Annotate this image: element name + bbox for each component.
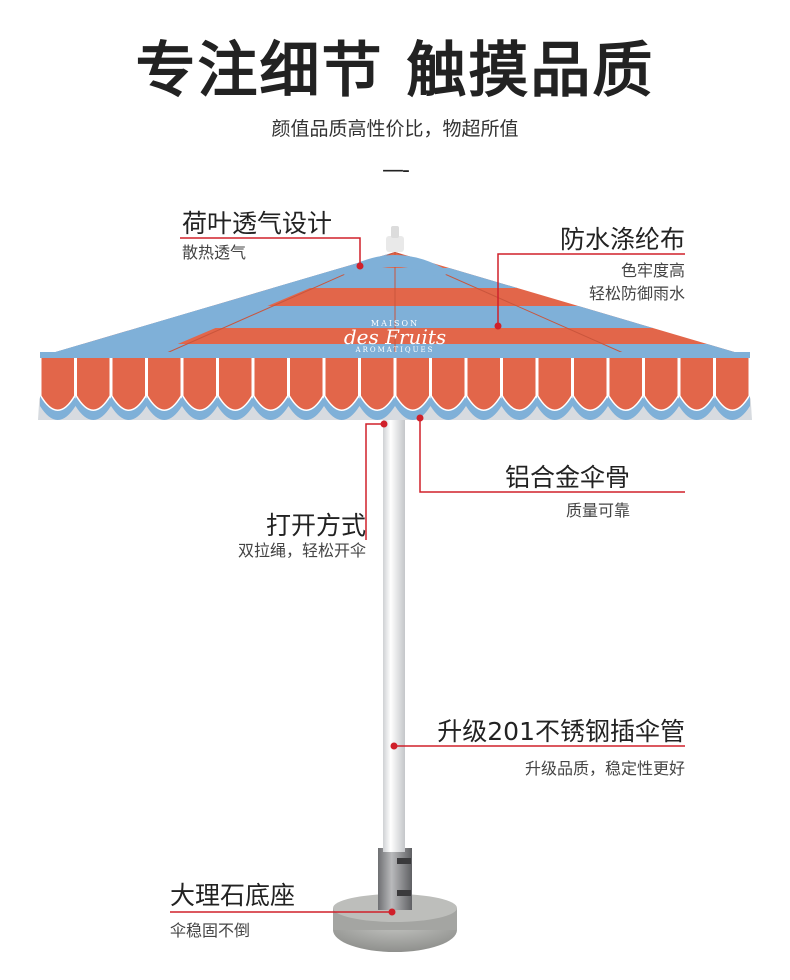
- feature-desc-vent: 散热透气: [182, 243, 247, 262]
- valance-scallop-lining: [324, 396, 360, 420]
- valance-scallop-lining: [643, 396, 679, 420]
- callout-line-opening: [365, 423, 384, 540]
- feature-desc-fabric-1: 色牢度高: [620, 261, 685, 280]
- page-subtitle: 颜值品质高性价比，物超所值: [271, 118, 519, 140]
- valance-scallop-lining: [430, 396, 466, 420]
- feature-desc-opening: 双拉绳，轻松开伞: [237, 541, 366, 560]
- valance-scallop-lining: [572, 396, 608, 420]
- callout-line-vent: [180, 237, 361, 266]
- canopy-logo-main: des Fruits: [343, 325, 447, 349]
- callout-line-fabric: [497, 253, 685, 326]
- title-divider: —-: [382, 158, 410, 183]
- valance-scallop-lining: [253, 396, 289, 420]
- feature-desc-tube: 升级品质，稳定性更好: [524, 759, 685, 778]
- valance-scallop-lining: [501, 396, 537, 420]
- valance-scallop-lining: [466, 396, 502, 420]
- feature-title-fabric: 防水涤纶布: [559, 225, 685, 254]
- valance-scallop-lining: [40, 396, 76, 420]
- valance-scallop-lining: [75, 396, 111, 420]
- valance-scallop-lining: [537, 396, 573, 420]
- callout-line-ribs: [419, 418, 685, 493]
- valance-scallop-lining: [608, 396, 644, 420]
- marble-base: [333, 848, 457, 952]
- valance-scallop-lining: [182, 396, 218, 420]
- scalloped-valance: [38, 352, 752, 420]
- valance-scallop-lining: [395, 396, 431, 420]
- valance-scallop-lining: [714, 396, 750, 420]
- valance-scallop-lining: [146, 396, 182, 420]
- canopy-logo: MAISON des Fruits AROMATIQUES: [325, 319, 465, 354]
- valance-scallop-lining: [679, 396, 715, 420]
- page-title: 专注细节 触摸品质: [135, 36, 655, 106]
- valance-scallop-lining: [217, 396, 253, 420]
- feature-title-ribs: 铝合金伞骨: [504, 463, 630, 492]
- feature-title-vent: 荷叶透气设计: [182, 209, 333, 238]
- feature-title-base: 大理石底座: [170, 881, 296, 910]
- valance-scallop-lining: [111, 396, 147, 420]
- canopy-logo-bottom: AROMATIQUES: [355, 346, 435, 354]
- canopy-logo-top: MAISON: [370, 319, 420, 328]
- feature-title-opening: 打开方式: [265, 511, 366, 540]
- feature-desc-base: 伞稳固不倒: [170, 921, 251, 940]
- feature-title-tube: 升级201不锈钢插伞管: [437, 717, 685, 746]
- umbrella-pole: [383, 420, 405, 852]
- feature-desc-ribs: 质量可靠: [565, 501, 630, 520]
- valance-scallop-lining: [288, 396, 324, 420]
- valance-band: [40, 352, 750, 358]
- valance-scallop-lining: [359, 396, 395, 420]
- vent-top: [340, 226, 450, 278]
- feature-desc-fabric-2: 轻松防御雨水: [588, 284, 685, 303]
